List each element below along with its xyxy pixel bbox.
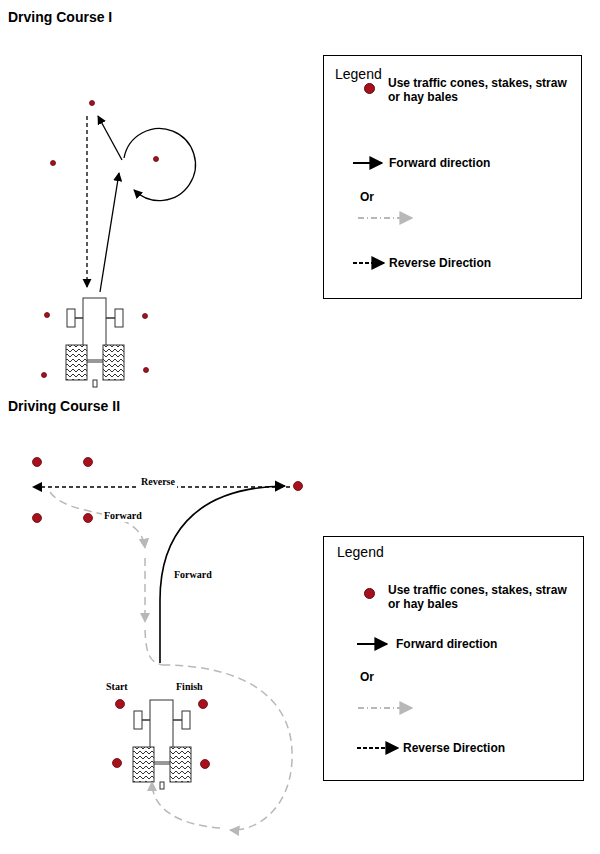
legend-text: Reverse Direction xyxy=(403,741,505,755)
legend-text: Use traffic cones, stakes, straw or hay … xyxy=(388,76,573,105)
course-title: Drving Course I xyxy=(8,9,112,26)
position-label: Finish xyxy=(174,681,205,693)
direction-label: Reverse xyxy=(139,476,177,488)
cone-swatch xyxy=(364,83,375,94)
legend-text: Reverse Direction xyxy=(389,256,491,270)
direction-label: Forward xyxy=(172,569,214,581)
legend-text: Or xyxy=(360,670,374,684)
legend-heading: Legend xyxy=(337,544,384,561)
legend-text: Or xyxy=(360,190,374,204)
legend-text: Forward direction xyxy=(389,156,490,170)
course-title: Driving Course II xyxy=(8,398,120,415)
direction-label: Forward xyxy=(102,510,144,522)
position-label: Start xyxy=(104,681,130,693)
cone-swatch xyxy=(364,588,375,599)
legend-text: Use traffic cones, stakes, straw or hay … xyxy=(388,583,573,612)
legend-text: Forward direction xyxy=(396,637,497,651)
legend-heading: Legend xyxy=(335,66,382,83)
